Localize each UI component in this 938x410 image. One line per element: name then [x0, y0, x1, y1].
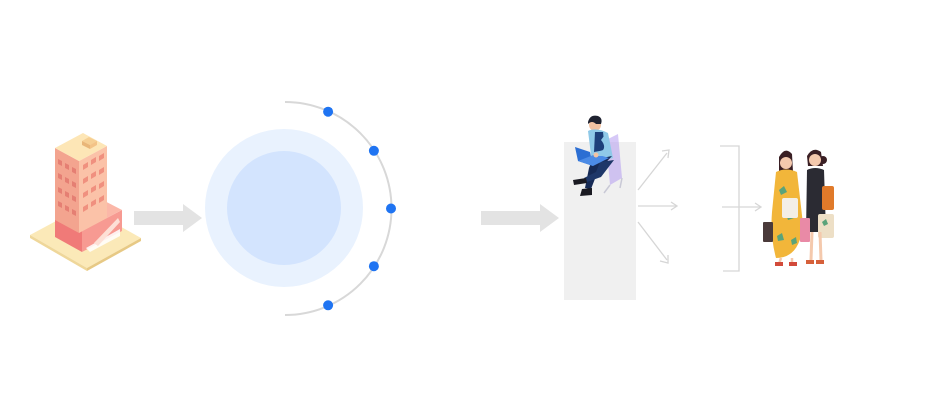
inner-circle [227, 151, 341, 265]
arc-node [386, 203, 396, 214]
bracket-connector [720, 145, 763, 272]
isometric-building-icon [30, 133, 141, 271]
flow-arrow-2 [481, 204, 559, 232]
arc-node [323, 300, 334, 311]
flow-arrow-1 [134, 204, 202, 232]
person-with-laptop-icon [573, 115, 623, 196]
arc-node [368, 261, 379, 272]
core-circle-group [205, 101, 396, 316]
two-shoppers-icon [763, 149, 834, 266]
arc-nodes [323, 106, 396, 311]
distribution-arrows [637, 149, 679, 264]
arc-node [323, 106, 334, 117]
arc-node [368, 145, 379, 156]
